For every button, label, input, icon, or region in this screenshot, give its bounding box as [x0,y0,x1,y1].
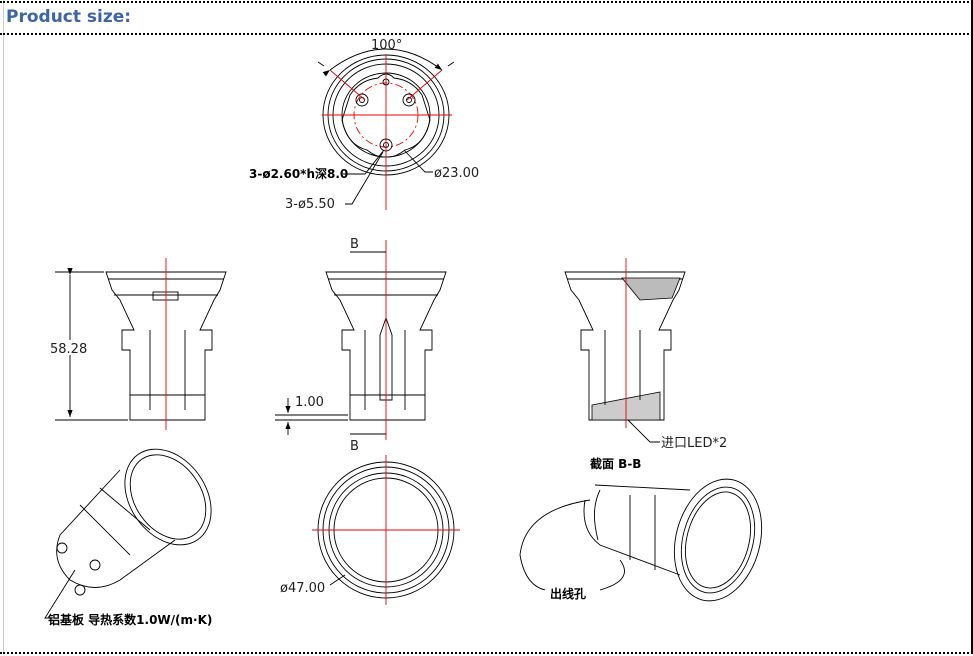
iso-view-left: 铝基板 导热系数1.0W/(m·K) [44,448,212,627]
angle-label: 100° [371,38,402,53]
top-divider [0,1,973,3]
section-mark-bottom: B [350,439,359,454]
header-divider [0,33,973,35]
section-title-label: 截面 B-B [590,456,641,471]
bottom-divider [0,652,973,654]
height-label: 58.28 [50,342,87,357]
offset-label: 1.00 [295,395,324,410]
iso-view-right: 出线孔 [519,478,763,602]
bottom-view: ø47.00 [280,455,460,605]
bottom-diameter-label: ø47.00 [280,581,325,596]
section-view: 进口LED*2 截面 B-B [564,258,727,471]
outer-hole-label: 3-ø5.50 [285,197,335,212]
top-view: 100° 3-ø2.60*h深8.0 ø23.00 3-ø5.50 [249,38,479,212]
section-mark-top: B [350,237,359,252]
aluminum-board-note: 铝基板 导热系数1.0W/(m·K) [48,612,212,627]
side-view: 58.28 [50,258,227,430]
led-note: 进口LED*2 [661,436,727,451]
front-view: B B 1.00 [275,237,447,454]
section-title: Product size: [6,7,132,27]
content-frame [3,0,973,654]
hole-note: 3-ø2.60*h深8.0 [249,166,348,181]
cable-hole-note: 出线孔 [550,586,586,601]
inner-diameter-label: ø23.00 [434,166,479,181]
